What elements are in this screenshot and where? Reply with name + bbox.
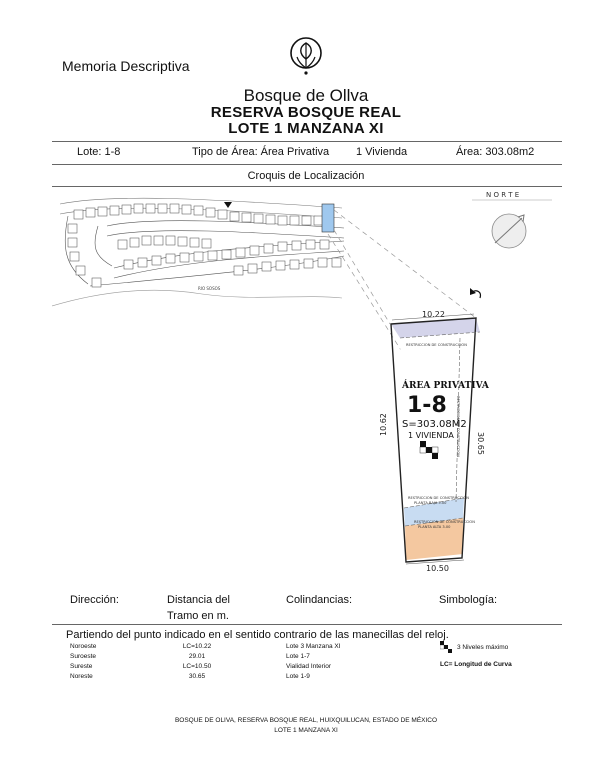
distance-list: LC=10.22 29.01 LC=10.50 30.65 bbox=[174, 642, 220, 682]
footer-line-1: BOSQUE DE OLIVA, RESERVA BOSQUE REAL, HU… bbox=[174, 717, 438, 724]
direction-cell: Sureste bbox=[70, 663, 93, 670]
restriction-low-label-1: RESTRICCION DE CONSTRUCCION bbox=[414, 520, 475, 524]
lot-marker-arrow-icon bbox=[224, 202, 232, 208]
direction-cell: Noreste bbox=[70, 673, 93, 680]
location-sketch: RIO SOSOS N O R T E 10.22 10.50 10.62 30… bbox=[52, 191, 552, 573]
col-distancia: Distancia del Tramo en m. bbox=[167, 592, 230, 624]
dim-bottom: 10.50 bbox=[426, 564, 449, 573]
restriction-low-label-2: PLANTA ALTA 3.00 bbox=[418, 525, 451, 529]
colindancia-cell: Lote 3 Manzana XI bbox=[286, 643, 341, 650]
distance-cell: LC=10.50 bbox=[182, 663, 212, 670]
dim-right: 30.65 bbox=[476, 432, 485, 455]
area-type-label: ÁREA PRIVATIVA bbox=[401, 379, 490, 391]
memoria-descriptiva-label: Memoria Descriptiva bbox=[62, 58, 190, 74]
restriction-mid-label-2: PLANTA BAJA 5.00 bbox=[414, 501, 447, 505]
levels-legend-icon bbox=[440, 641, 452, 653]
distance-cell: 30.65 bbox=[188, 673, 206, 680]
colindancia-list: Lote 3 Manzana XI Lote 1-7 Vialidad Inte… bbox=[286, 642, 341, 682]
restriction-top-label: RESTRICCION DE CONSTRUCCION bbox=[406, 343, 467, 347]
legend-niveles: 3 Niveles máximo bbox=[457, 644, 509, 651]
area-label: S=303.08M2 bbox=[402, 419, 467, 430]
divider bbox=[52, 186, 562, 187]
project-title: Bosque de Ollva bbox=[243, 86, 369, 105]
colindancia-cell: Lote 1-7 bbox=[286, 653, 310, 660]
lot-title: LOTE 1 MANZANA XI bbox=[228, 120, 384, 137]
subtitle: RESERVA BOSQUE REAL bbox=[210, 104, 402, 121]
colindancia-cell: Lote 1-9 bbox=[286, 673, 310, 680]
direction-cell: Noroeste bbox=[70, 643, 97, 650]
croquis-title: Croquis de Localización bbox=[247, 170, 365, 182]
north-label: N O R T E bbox=[486, 191, 519, 199]
legend-lc: LC= Longitud de Curva bbox=[440, 661, 512, 668]
description-paragraph: Partiendo del punto indicado en el senti… bbox=[66, 629, 449, 641]
street-label: RIO SOSOS bbox=[198, 286, 221, 291]
start-point-arrow-icon bbox=[470, 288, 476, 295]
direction-cell: Suroeste bbox=[70, 653, 97, 660]
restriction-side-label: RESTRICCION DE CONSTRUCCION bbox=[456, 396, 460, 457]
col-colindancias: Colindancias: bbox=[286, 594, 353, 606]
olive-logo-icon bbox=[290, 37, 322, 75]
col-distancia-line-1: Distancia del bbox=[167, 594, 230, 606]
lot-blocks bbox=[67, 203, 342, 288]
info-vivienda: 1 Vivienda bbox=[356, 146, 408, 158]
info-lote: Lote: 1-8 bbox=[77, 146, 121, 158]
lot-number-label: 1-8 bbox=[407, 393, 447, 418]
distance-cell: LC=10.22 bbox=[182, 643, 212, 650]
dim-left: 10.62 bbox=[379, 413, 388, 436]
col-simbologia: Simbología: bbox=[439, 594, 498, 606]
vivienda-label: 1 VIVIENDA bbox=[408, 431, 454, 440]
highlighted-lot bbox=[321, 203, 335, 233]
direction-list: Noroeste Suroeste Sureste Noreste bbox=[70, 642, 96, 682]
divider bbox=[52, 164, 562, 165]
col-distancia-line-2: Tramo en m. bbox=[167, 610, 229, 622]
north-arrow-icon bbox=[491, 213, 527, 249]
divider bbox=[52, 141, 562, 142]
dim-top: 10.22 bbox=[422, 310, 445, 319]
info-area: Área: 303.08m2 bbox=[456, 146, 535, 158]
lot-plan bbox=[390, 288, 482, 563]
restriction-mid-label-1: RESTRICCION DE CONSTRUCCION bbox=[408, 496, 469, 500]
colindancia-cell: Vialidad Interior bbox=[286, 663, 332, 670]
levels-symbol-icon bbox=[419, 441, 439, 459]
distance-cell: 29.01 bbox=[188, 653, 206, 660]
info-tipo: Tipo de Área: Área Privativa bbox=[192, 146, 330, 158]
divider bbox=[52, 624, 562, 625]
footer-line-2: LOTE 1 MANZANA XI bbox=[274, 727, 338, 734]
col-direccion: Dirección: bbox=[70, 594, 119, 606]
